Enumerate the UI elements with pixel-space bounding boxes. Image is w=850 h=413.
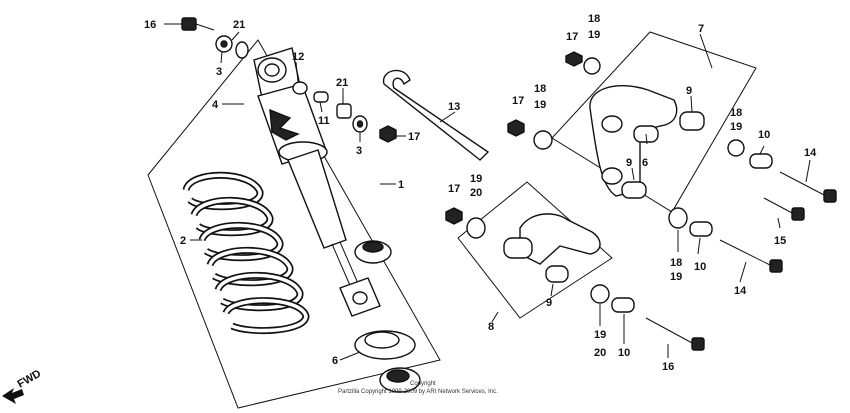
- fwd-arrow-icon: [2, 388, 24, 404]
- seal-19-lower: [590, 284, 610, 304]
- callout-19-lower: 19: [670, 271, 682, 283]
- callout-16-lower: 16: [662, 361, 674, 373]
- callout-3-mid: 3: [356, 145, 362, 157]
- callout-18-mid: 18: [534, 83, 546, 95]
- nut-17-mid: [379, 125, 397, 143]
- nut-17-top: [565, 51, 583, 67]
- callout-17-mid2: 17: [512, 95, 524, 107]
- collar-10-c: [611, 297, 635, 313]
- callout-9-arm-c: 9: [626, 157, 632, 169]
- callout-2: 2: [180, 235, 186, 247]
- callout-7: 7: [698, 23, 704, 35]
- callout-14-lower: 14: [734, 285, 747, 297]
- shock-spring: [182, 171, 310, 335]
- callout-3-top: 3: [216, 66, 222, 78]
- seal-18-right: [727, 139, 745, 157]
- bolt-14-upper: [779, 171, 837, 203]
- collar-9-arm-c: [621, 181, 647, 199]
- callout-20-bottom: 20: [594, 347, 606, 359]
- collar-12: [292, 81, 308, 95]
- callout-19-mid: 19: [534, 99, 546, 111]
- shock-label-decal: [269, 108, 300, 141]
- callout-13: 13: [448, 101, 460, 113]
- callout-21-top: 21: [233, 19, 245, 31]
- spring-seat-stopper: [354, 330, 421, 393]
- callout-4: 4: [212, 99, 219, 111]
- callout-18-lower: 18: [670, 257, 682, 269]
- bolt-14-lower: [719, 239, 783, 273]
- callout-8: 8: [488, 321, 494, 333]
- cushion-arm: [589, 84, 678, 197]
- callout-9-arm-b: 9: [686, 85, 692, 97]
- seal-19-rod: [466, 217, 486, 239]
- callout-14-upper: 14: [804, 147, 817, 159]
- callout-18-right: 18: [730, 107, 742, 119]
- nut-17-rod: [445, 207, 463, 225]
- copyright-line-1: Copyright: [410, 381, 436, 387]
- callout-21-mid: 21: [336, 77, 348, 89]
- connecting-rod: [503, 213, 601, 283]
- seal-18-mid: [533, 130, 553, 150]
- seal-18-top: [583, 57, 601, 75]
- callout-9-rod: 9: [546, 297, 552, 309]
- callout-10-b: 10: [694, 261, 706, 273]
- callout-17-mid: 17: [408, 131, 420, 143]
- callout-19-right: 19: [730, 121, 742, 133]
- bump-rubber: [354, 240, 392, 264]
- rod-group-frame: [457, 181, 613, 319]
- callout-1: 1: [398, 179, 404, 191]
- pin-spanner-wrench: [383, 69, 490, 161]
- callout-15: 15: [774, 235, 786, 247]
- copyright-line-2: Partzilla Copyright 1999-2009 by ARI Net…: [338, 389, 498, 395]
- callout-11: 11: [318, 115, 330, 127]
- callout-6-stopper: 6: [332, 355, 338, 367]
- bushing-21-mid: [336, 103, 352, 119]
- washer-3-mid: [352, 115, 368, 133]
- callout-19-top: 19: [588, 29, 600, 41]
- callout-18-top: 18: [588, 13, 600, 25]
- callout-19-rod: 19: [470, 173, 482, 185]
- callout-12: 12: [292, 51, 304, 63]
- callout-17-top: 17: [566, 31, 578, 43]
- bolt-15: [763, 197, 805, 221]
- nut-17-mid2: [507, 119, 525, 137]
- collar-10-a: [749, 153, 773, 169]
- callout-10-c: 10: [618, 347, 630, 359]
- shock-group-frame: [147, 39, 441, 409]
- collar-9-arm-b: [679, 111, 705, 131]
- callout-10-a: 10: [758, 129, 770, 141]
- collar-9-rod: [545, 265, 569, 283]
- bolt-16-top: [181, 17, 215, 31]
- callout-16-top: 16: [144, 19, 156, 31]
- callout-labels: 16 21 3 4 12 11 21 3 17 1 13 2 6 17 18 1…: [144, 13, 817, 373]
- fwd-indicator: FWD: [2, 368, 43, 404]
- callout-17-rod: 17: [448, 183, 460, 195]
- fwd-label: FWD: [16, 368, 44, 391]
- callout-6-arm: 6: [642, 157, 648, 169]
- callout-19-bottom: 19: [594, 329, 606, 341]
- bolt-16-lower: [645, 317, 705, 351]
- bushing-21-top: [215, 35, 249, 59]
- seal-18-lower: [668, 207, 688, 229]
- shock-absorber: [253, 47, 381, 317]
- collar-11: [313, 91, 329, 103]
- collar-10-b: [689, 221, 713, 237]
- leader-lines: [164, 23, 811, 361]
- callout-20-rod: 20: [470, 187, 482, 199]
